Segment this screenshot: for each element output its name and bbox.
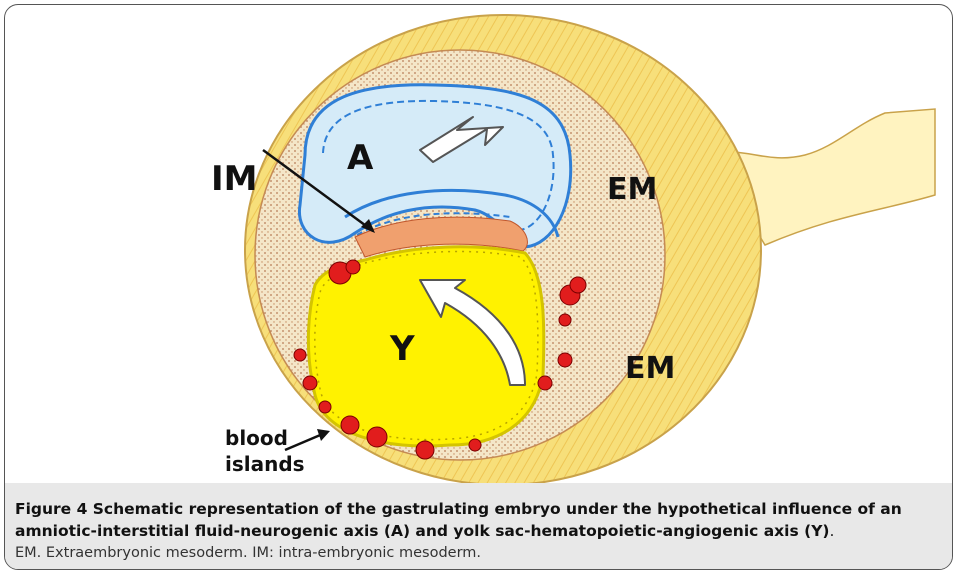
- label-islands: islands: [225, 452, 305, 476]
- label-y: Y: [389, 329, 415, 369]
- blood-island: [538, 376, 552, 390]
- label-blood: blood: [225, 426, 288, 450]
- label-em-bottom: EM: [625, 351, 675, 386]
- caption-period: .: [830, 522, 835, 540]
- blood-island: [341, 416, 359, 434]
- caption-title: Figure 4 Schematic representation of the…: [15, 500, 902, 540]
- blood-island: [558, 353, 572, 367]
- blood-island: [319, 401, 331, 413]
- label-im: IM: [211, 159, 257, 199]
- blood-islands-pointer-line: [285, 433, 325, 450]
- label-a: A: [347, 138, 374, 178]
- blood-island: [303, 376, 317, 390]
- blood-island: [559, 314, 571, 326]
- blood-island: [346, 260, 360, 274]
- blood-island: [367, 427, 387, 447]
- blood-island: [416, 441, 434, 459]
- blood-island: [570, 277, 586, 293]
- blood-island: [469, 439, 481, 451]
- label-em-top: EM: [607, 172, 657, 207]
- figure-frame: IM A EM Y EM blood islands Figure 4 Sche…: [4, 4, 953, 570]
- figure-caption: Figure 4 Schematic representation of the…: [15, 498, 945, 564]
- caption-subtitle: EM. Extraembryonic mesoderm. IM: intra-e…: [15, 542, 945, 564]
- blood-island: [294, 349, 306, 361]
- embryo-diagram: IM A EM Y EM blood islands: [5, 5, 952, 483]
